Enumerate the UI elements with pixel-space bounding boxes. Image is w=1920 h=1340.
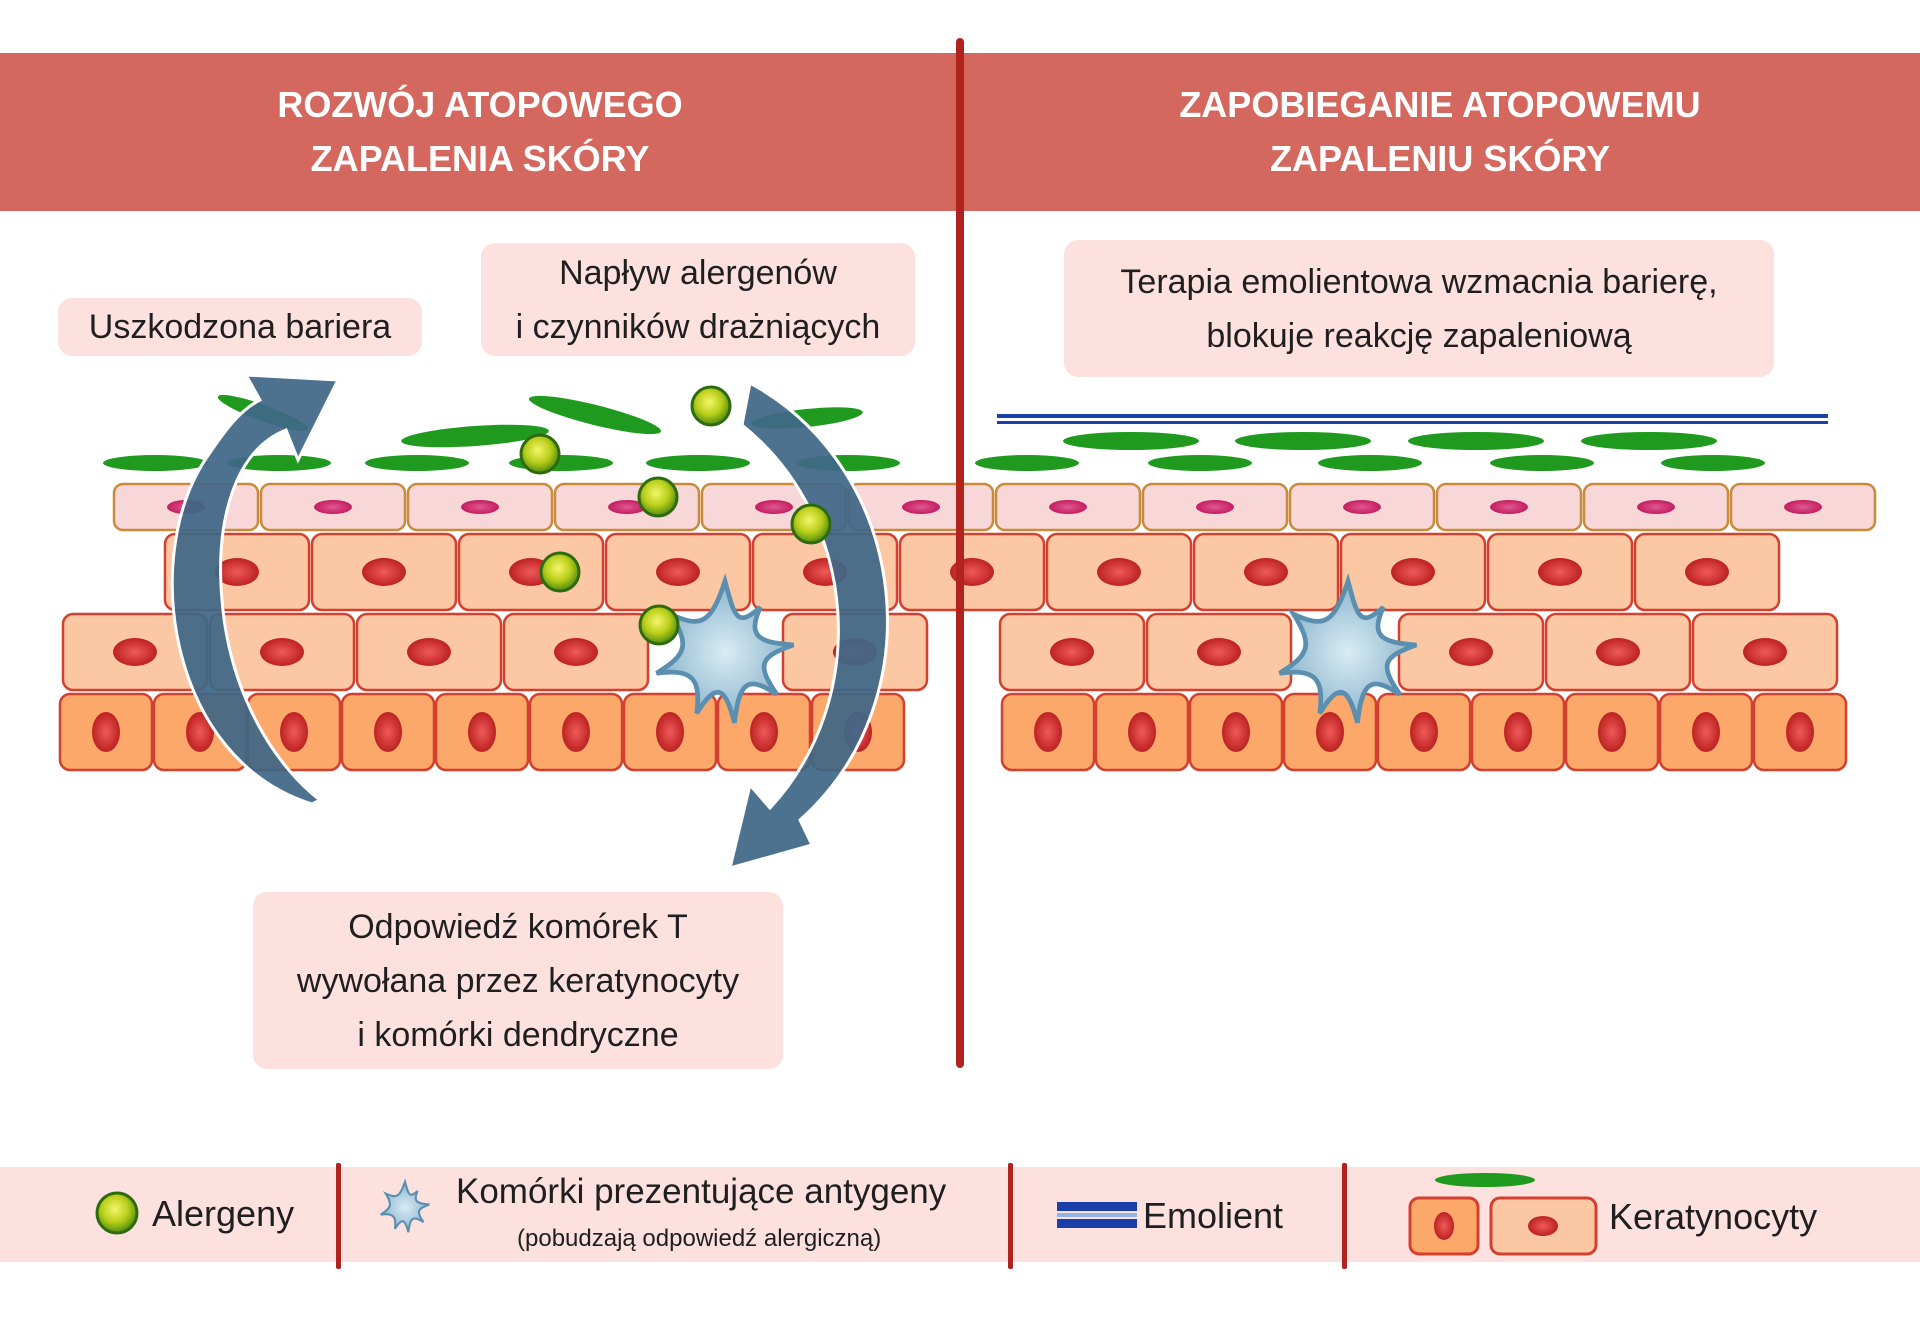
lipid-lamella — [975, 455, 1079, 471]
keratinocyte-basal — [1000, 692, 1096, 772]
keratinocyte-basal — [1376, 692, 1472, 772]
lipid-lamella — [227, 455, 331, 471]
allergen-particle — [539, 551, 581, 593]
keratinocyte-spinous — [310, 532, 458, 612]
legend-apc-label: Komórki prezentujące antygeny — [456, 1172, 947, 1211]
allergen-particle — [790, 503, 832, 545]
keratinocyte-basal — [1658, 692, 1754, 772]
keratinocyte-granular — [1288, 482, 1436, 532]
lipid-lamella — [646, 455, 750, 471]
keratinocyte-basal — [622, 692, 718, 772]
keratinocyte-granular — [1141, 482, 1289, 532]
legend-apc-note: (pobudzają odpowiedź alergiczną) — [517, 1225, 882, 1252]
keratinocyte-spinous — [1145, 612, 1293, 692]
keratinocyte-spinous — [1544, 612, 1692, 692]
panel-divider — [956, 38, 964, 1068]
keratinocyte-basal — [716, 692, 812, 772]
keratinocyte-spinous — [1633, 532, 1781, 612]
keratinocyte-spinous — [1045, 532, 1193, 612]
keratinocyte-spinous — [61, 612, 209, 692]
keratinocyte-spinous — [457, 532, 605, 612]
label-emollient-therapy-text: Terapia emolientowa wzmacnia barierę, bl… — [1120, 262, 1718, 355]
legend-emollient-label: Emolient — [1143, 1195, 1284, 1236]
legend-keratinocytes-label: Keratynocyty — [1609, 1196, 1818, 1237]
legend — [0, 1167, 1920, 1262]
legend-allergens-label: Alergeny — [152, 1193, 295, 1234]
left-panel-title: ROZWÓJ ATOPOWEGO ZAPALENIA SKÓRY — [277, 84, 683, 179]
cycle-arrow-right — [727, 380, 889, 871]
keratinocyte-basal — [1188, 692, 1284, 772]
lipid-lamella — [1063, 432, 1199, 450]
keratinocyte-granular — [406, 482, 554, 532]
legend-separator — [336, 1163, 341, 1269]
label-tcell-response-text: Odpowiedź komórek T wywołana przez kerat… — [296, 907, 740, 1054]
antigen-presenting-cell — [655, 572, 795, 724]
allergen-particle — [519, 433, 561, 475]
keratinocyte-spinous — [1397, 612, 1545, 692]
lipid-lamella — [1490, 455, 1594, 471]
keratinocyte-spinous — [998, 612, 1146, 692]
antigen-presenting-cell — [1278, 572, 1418, 724]
lipid-lamella — [1235, 432, 1371, 450]
lipid-lamella — [1661, 455, 1765, 471]
keratinocyte-basal — [528, 692, 624, 772]
keratinocyte-basal — [1094, 692, 1190, 772]
lipid-lamella — [1408, 432, 1544, 450]
right-panel-title: ZAPOBIEGANIE ATOPOWEMU ZAPALENIU SKÓRY — [1179, 84, 1701, 179]
allergen-particle — [690, 385, 732, 427]
keratinocyte-spinous — [1486, 532, 1634, 612]
keratinocyte-basal — [340, 692, 436, 772]
legend-separator — [1342, 1163, 1347, 1269]
keratinocyte-spinous — [355, 612, 503, 692]
keratinocyte-granular — [1582, 482, 1730, 532]
allergen-particle — [637, 476, 679, 518]
keratinocyte-spinous — [502, 612, 650, 692]
keratinocyte-basal — [1564, 692, 1660, 772]
lipid-lamella — [1581, 432, 1717, 450]
cycle-arrow-left — [170, 373, 341, 806]
keratinocyte-basal — [1470, 692, 1566, 772]
header-left: ROZWÓJ ATOPOWEGO ZAPALENIA SKÓRY — [0, 53, 960, 211]
keratinocyte-spinous — [604, 532, 752, 612]
header-right: ZAPOBIEGANIE ATOPOWEMU ZAPALENIU SKÓRY — [960, 53, 1920, 211]
label-damaged-barrier: Uszkodzona bariera — [58, 298, 422, 356]
keratinocyte-basal — [434, 692, 530, 772]
lipid-lamella — [365, 455, 469, 471]
keratinocyte-spinous — [1339, 532, 1487, 612]
keratinocyte-granular — [994, 482, 1142, 532]
emollient-layer — [997, 421, 1828, 424]
label-tcell-response: Odpowiedź komórek T wywołana przez kerat… — [253, 892, 783, 1069]
label-emollient-therapy: Terapia emolientowa wzmacnia barierę, bl… — [1064, 240, 1774, 377]
allergen-particle — [638, 604, 680, 646]
lipid-lamella — [103, 455, 207, 471]
label-allergen-influx: Napływ alergenów i czynników drażniących — [481, 243, 915, 356]
lipid-lamella — [1148, 455, 1252, 471]
keratinocyte-spinous — [1192, 532, 1340, 612]
keratinocyte-basal — [1752, 692, 1848, 772]
keratinocyte-spinous — [898, 532, 1046, 612]
lipid-lamella — [528, 395, 662, 435]
lipid-lamella — [401, 424, 549, 448]
keratinocyte-spinous — [1691, 612, 1839, 692]
keratinocyte-granular — [259, 482, 407, 532]
keratinocyte-basal — [58, 692, 154, 772]
legend-separator — [1008, 1163, 1013, 1269]
keratinocyte-granular — [1435, 482, 1583, 532]
emollient-layer — [997, 414, 1828, 418]
lipid-lamella — [1318, 455, 1422, 471]
label-allergen-influx-text: Napływ alergenów i czynników drażniących — [515, 253, 881, 346]
label-damaged-barrier-text: Uszkodzona bariera — [88, 308, 392, 346]
keratinocyte-granular — [1729, 482, 1877, 532]
